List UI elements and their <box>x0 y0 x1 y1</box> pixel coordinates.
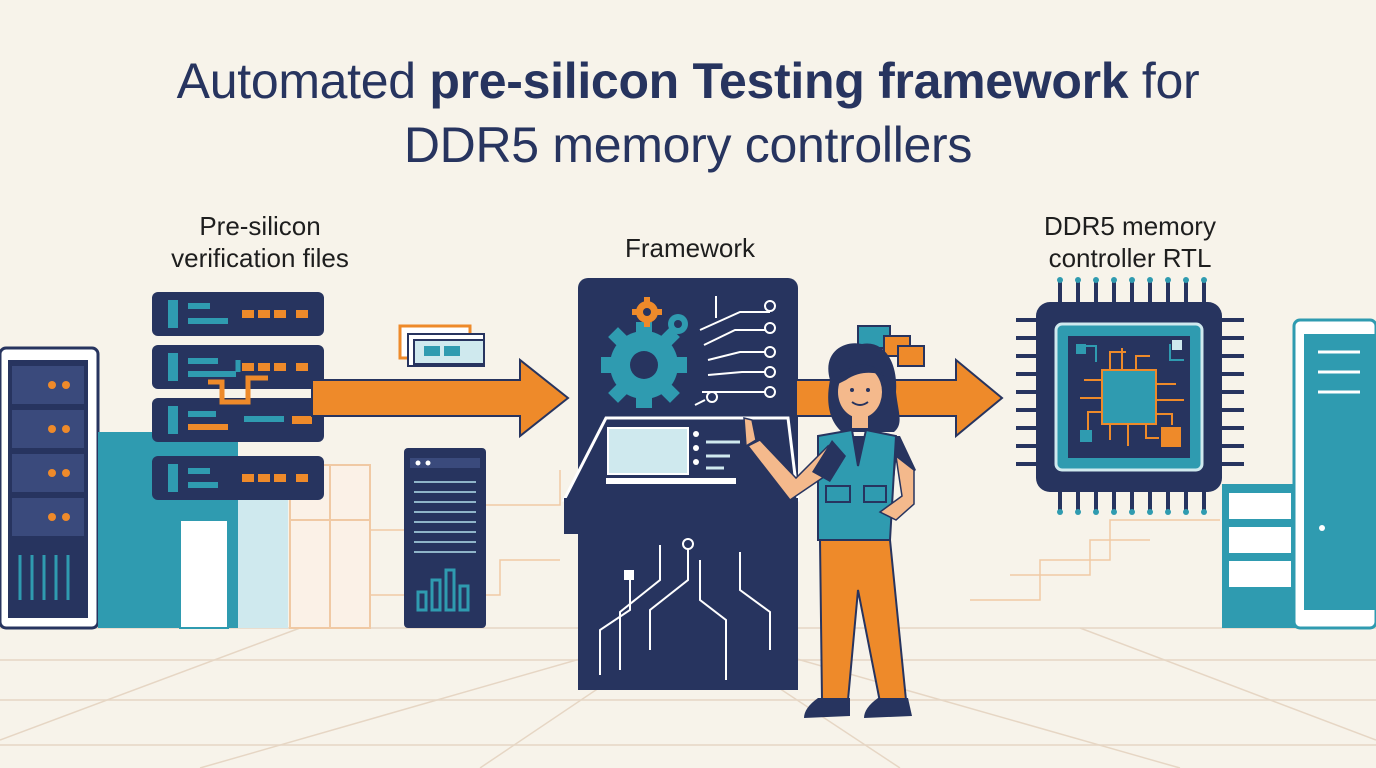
label-verification-files: Pre-silicon verification files <box>110 210 410 274</box>
ddr5-chip <box>1016 277 1244 515</box>
title-text-tail: for <box>1128 53 1200 109</box>
server-tower-small <box>404 448 486 628</box>
framework-console <box>561 278 800 690</box>
label-controller-rtl: DDR5 memory controller RTL <box>980 210 1280 274</box>
title-text-bold: pre-silicon Testing framework <box>429 53 1129 109</box>
server-rack-left <box>0 346 100 630</box>
title-text-regular: Automated <box>176 53 430 109</box>
arrow-framework-to-rtl <box>795 357 1004 439</box>
arrow-files-to-framework <box>311 357 570 439</box>
page-title-line-1: Automated pre-silicon Testing framework … <box>0 52 1376 110</box>
floating-data-cards <box>398 324 485 367</box>
engineer-person <box>743 343 916 718</box>
page-title-line-2: DDR5 memory controllers <box>403 117 973 173</box>
label-framework: Framework <box>624 233 755 263</box>
server-rack-right <box>1222 318 1376 630</box>
verification-files-server-stack <box>152 292 324 500</box>
label-controller-rtl-line-2: controller RTL <box>1048 243 1212 273</box>
label-controller-rtl-line-1: DDR5 memory <box>1044 211 1216 241</box>
label-verification-files-line-2: verification files <box>171 243 349 273</box>
label-verification-files-line-1: Pre-silicon <box>199 211 321 241</box>
floating-data-cards-right <box>857 325 925 367</box>
